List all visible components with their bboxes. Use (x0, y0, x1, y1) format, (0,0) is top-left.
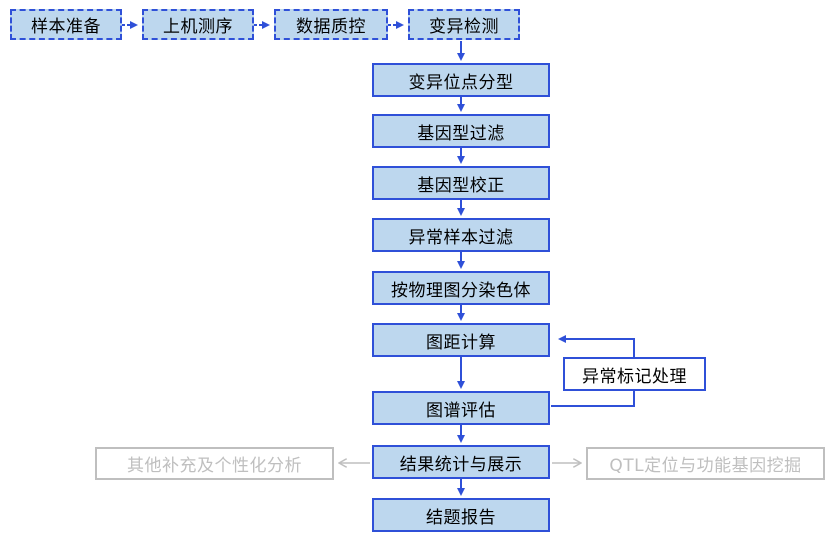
step-genotype-correction: 基因型校正 (372, 166, 550, 200)
step-genotype-filter: 基因型过滤 (372, 114, 550, 148)
pre-step-sequencing: 上机测序 (142, 9, 254, 40)
loop-arrow (558, 335, 635, 357)
pre-step-sample-prep: 样本准备 (10, 9, 122, 40)
step-abnormal-sample-filter: 异常样本过滤 (372, 218, 550, 252)
loop-connector (551, 391, 635, 407)
step-chromosome-split: 按物理图分染色体 (372, 271, 550, 305)
step-map-evaluation: 图谱评估 (372, 391, 550, 425)
step-genotyping: 变异位点分型 (372, 63, 550, 97)
branch-qtl-mapping: QTL定位与功能基因挖掘 (586, 447, 825, 480)
step-final-report: 结题报告 (372, 498, 550, 532)
step-result-stats: 结果统计与展示 (372, 445, 550, 479)
pre-step-qc: 数据质控 (274, 9, 388, 40)
branch-other-analysis: 其他补充及个性化分析 (95, 447, 334, 480)
pre-step-variant-calling: 变异检测 (408, 9, 520, 40)
step-abnormal-marker: 异常标记处理 (563, 357, 706, 391)
step-map-distance: 图距计算 (372, 323, 550, 357)
